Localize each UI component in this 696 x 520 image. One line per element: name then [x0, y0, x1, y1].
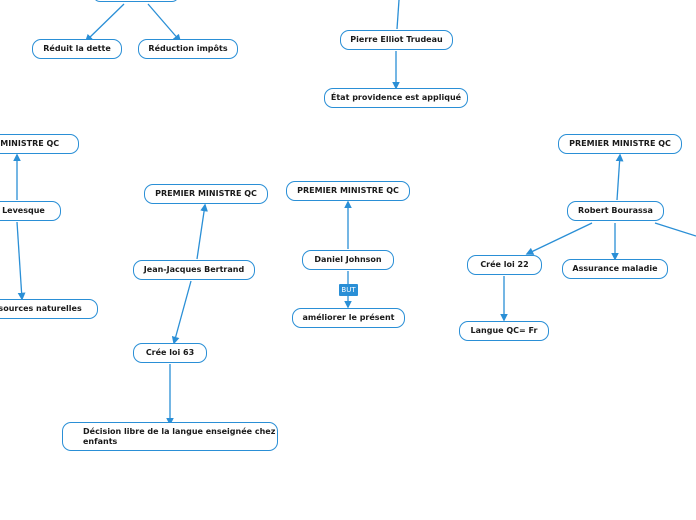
node-loi22[interactable]: Crée loi 22 [467, 255, 542, 275]
node-premier-ministre-qc-bourassa[interactable]: PREMIER MINISTRE QC [558, 134, 682, 154]
node-decision-langue[interactable]: Décision libre de la langue enseignée ch… [62, 422, 278, 451]
connector-levesque-to-ressources [16, 221, 26, 301]
connector-bourassa-to-offscreen [654, 222, 696, 237]
connector-bourassa-to-loi22 [525, 222, 593, 255]
node-langue-qc-fr[interactable]: Langue QC= Fr [459, 321, 549, 341]
connector-bertrand-to-pm-qc [196, 203, 208, 260]
node-premier-ministre-qc-johnson[interactable]: PREMIER MINISTRE QC [286, 181, 410, 201]
node-ameliorer-present[interactable]: améliorer le présent [292, 308, 405, 328]
connector-trudeau-to-parent [396, 0, 400, 30]
node-assurance-maladie[interactable]: Assurance maladie [562, 259, 668, 279]
node-reduction-impots[interactable]: Réduction impôts [138, 39, 238, 59]
node-bertrand[interactable]: Jean-Jacques Bertrand [133, 260, 255, 280]
link-label-but: BUT [339, 284, 358, 296]
node-ressources-naturelles[interactable]: ressources naturelles [0, 299, 98, 319]
node-trudeau[interactable]: Pierre Elliot Trudeau [340, 30, 453, 50]
node-levesque[interactable]: né Levesque [0, 201, 61, 221]
node-top-left-parent[interactable] [93, 0, 179, 2]
node-loi63[interactable]: Crée loi 63 [133, 343, 207, 363]
node-premier-ministre-qc-levesque[interactable]: ER MINISTRE QC [0, 134, 79, 154]
node-bourassa[interactable]: Robert Bourassa [567, 201, 664, 221]
connector-bourassa-to-pm-qc [615, 153, 624, 201]
connector-bertrand-to-loi63 [171, 280, 192, 345]
connector-parent-to-reduction-impots [147, 3, 182, 43]
node-reduit-dette[interactable]: Réduit la dette [32, 39, 122, 59]
node-premier-ministre-qc-bertrand[interactable]: PREMIER MINISTRE QC [144, 184, 268, 204]
node-johnson[interactable]: Daniel Johnson [302, 250, 394, 270]
connector-parent-to-reduit-dette [84, 3, 125, 43]
node-etat-providence[interactable]: État providence est appliqué [324, 88, 468, 108]
